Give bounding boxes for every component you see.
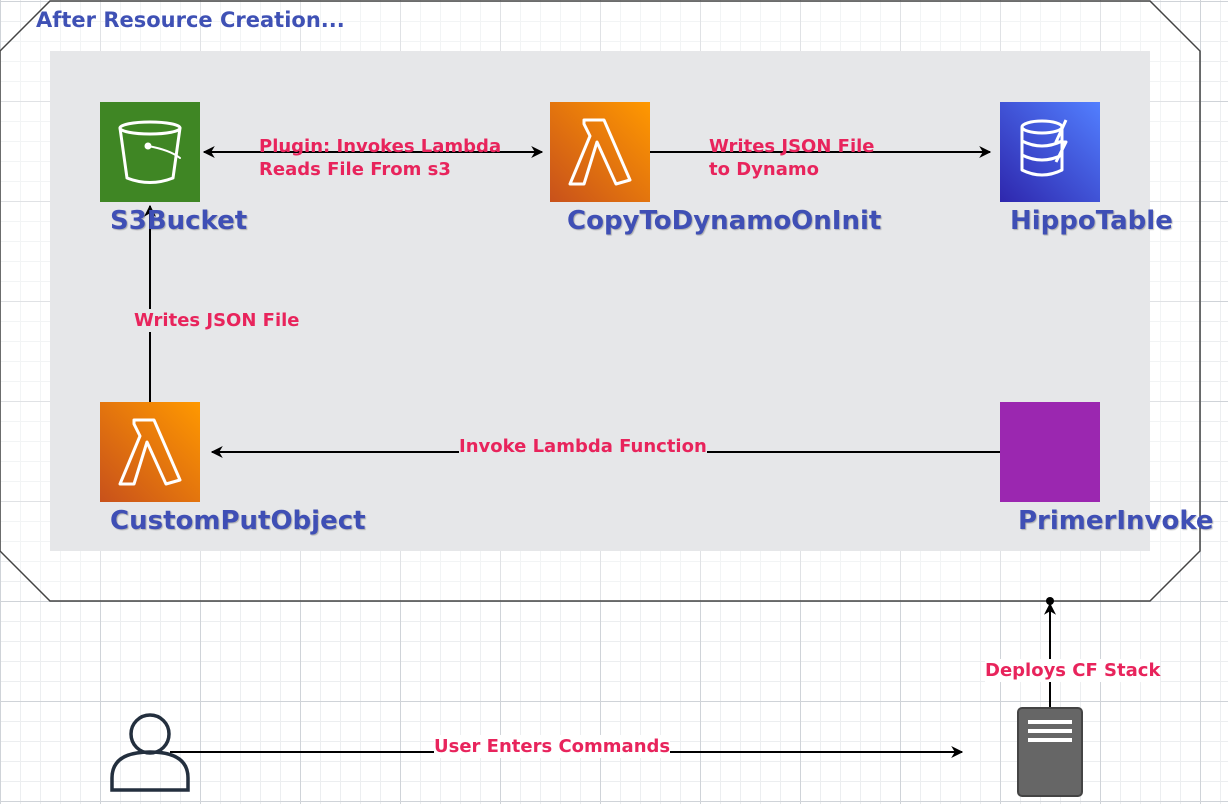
server-icon[interactable] <box>1017 707 1083 797</box>
node-label-custom-put-object: CustomPutObject <box>110 506 366 536</box>
edge-label-plugin-line1: Plugin: Invokes Lambda <box>259 136 502 157</box>
primer-invoke-box[interactable] <box>1000 402 1100 502</box>
lambda-icon <box>118 418 182 486</box>
hippo-table-box[interactable] <box>1000 102 1100 202</box>
edge-label-plugin-line2: Reads File From s3 <box>259 159 451 180</box>
edge-label-plugin: Plugin: Invokes Lambda Reads File From s… <box>259 135 501 181</box>
node-label-s3-bucket: S3Bucket <box>110 206 248 236</box>
edge-label-user-enters: User Enters Commands <box>434 735 671 758</box>
edge-label-writes-dynamo-line1: Writes JSON File <box>709 136 875 157</box>
node-label-hippo-table: HippoTable <box>1010 206 1173 236</box>
edge-label-writes-dynamo: Writes JSON File to Dynamo <box>709 135 875 181</box>
edge-label-writes-dynamo-line2: to Dynamo <box>709 159 819 180</box>
frame-anchor-dot <box>1046 597 1054 605</box>
dynamodb-icon <box>1020 119 1068 177</box>
lambda-icon <box>568 118 632 186</box>
node-label-primer-invoke: PrimerInvoke <box>1018 506 1214 536</box>
edge-label-deploys: Deploys CF Stack <box>985 659 1161 682</box>
edge-label-invoke-lambda: Invoke Lambda Function <box>459 435 707 458</box>
node-label-copy-lambda: CopyToDynamoOnInit <box>567 206 882 236</box>
diagram-title: After Resource Creation... <box>36 8 345 32</box>
user-icon[interactable] <box>110 713 190 792</box>
s3-bucket-box[interactable] <box>100 102 200 202</box>
edge-label-writes-json: Writes JSON File <box>134 309 300 332</box>
bucket-icon <box>118 120 182 184</box>
